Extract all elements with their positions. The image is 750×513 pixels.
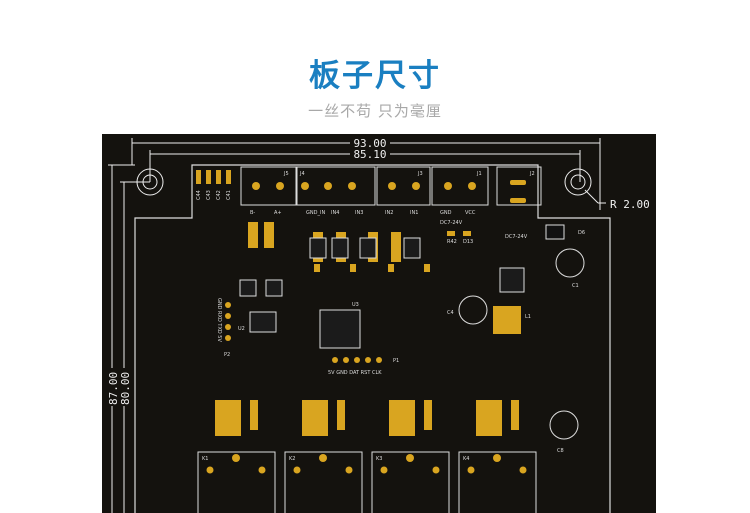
label-j3: J3	[417, 171, 423, 177]
capacitor-c1	[555, 248, 585, 278]
pin-labels: B- A+ GND_IN IN4 IN3 IN2 IN1 GND VCC	[250, 210, 476, 216]
label-dc-j2: DC7-24V	[505, 234, 528, 240]
label-u2: U2	[238, 326, 245, 332]
svg-text:A+: A+	[274, 210, 282, 216]
label-d6: D6	[578, 230, 585, 236]
label-d13: D13	[463, 239, 473, 245]
svg-text:IN2: IN2	[385, 210, 393, 216]
label-j4: J4	[299, 171, 305, 177]
dimension-lines	[108, 138, 606, 513]
relay-pins	[206, 454, 527, 474]
chip-u2	[249, 311, 277, 333]
label-j1: J1	[476, 171, 482, 177]
svg-text:GND: GND	[440, 210, 452, 216]
svg-text:IN4: IN4	[331, 210, 339, 216]
label-p1: P1	[393, 358, 399, 364]
label-c42: C42	[216, 190, 222, 200]
ic-chips	[239, 237, 525, 349]
label-p2-pins: GND RXD TXD 5V	[216, 298, 222, 342]
svg-text:IN1: IN1	[410, 210, 418, 216]
svg-text:IN3: IN3	[355, 210, 363, 216]
svg-text:VCC: VCC	[465, 210, 476, 216]
svg-text:GND_IN: GND_IN	[306, 210, 325, 216]
label-r42: R42	[447, 239, 457, 245]
label-p2: P2	[224, 352, 230, 358]
dim-radius: R 2.00	[610, 198, 650, 211]
page-title: 板子尺寸	[309, 58, 441, 94]
diode-d6	[545, 224, 565, 240]
label-c43: C43	[206, 190, 212, 200]
label-j5: J5	[283, 171, 289, 177]
svg-text:B-: B-	[250, 210, 255, 216]
terminal-pins	[252, 180, 526, 203]
terminal-blocks	[240, 166, 542, 206]
label-c44: C44	[196, 190, 202, 200]
label-c1: C1	[572, 283, 579, 289]
label-p1-pins: 5V GND DAT RST CLK	[328, 370, 382, 376]
label-j2: J2	[529, 171, 535, 177]
label-c8: C8	[557, 448, 564, 454]
label-k2: K2	[289, 456, 295, 462]
label-k3: K3	[376, 456, 382, 462]
p2-header	[225, 302, 382, 363]
dim-width-outer: 93.00	[353, 137, 386, 150]
label-k4: K4	[463, 456, 469, 462]
relays	[197, 451, 537, 513]
capacitor-pads	[196, 170, 231, 184]
page-subtitle: 一丝不苟 只为毫厘	[308, 102, 442, 120]
label-u3: U3	[352, 302, 359, 308]
dim-height-outer: 87.00	[107, 372, 120, 405]
label-l1: L1	[525, 314, 531, 320]
board-outline	[134, 164, 611, 513]
relay-driver-pads	[215, 400, 519, 436]
dim-width-inner: 85.10	[353, 148, 386, 161]
dim-height-inner: 80.00	[119, 372, 132, 405]
capacitor-c4	[458, 295, 488, 325]
label-dc-top: DC7-24V	[440, 220, 463, 226]
label-c4: C4	[447, 310, 454, 316]
label-k1: K1	[202, 456, 208, 462]
chip-u3	[319, 309, 361, 349]
inductor-l1	[493, 306, 521, 334]
pcb-board	[102, 134, 656, 513]
label-c41: C41	[226, 190, 232, 200]
capacitor-c8	[549, 410, 579, 440]
